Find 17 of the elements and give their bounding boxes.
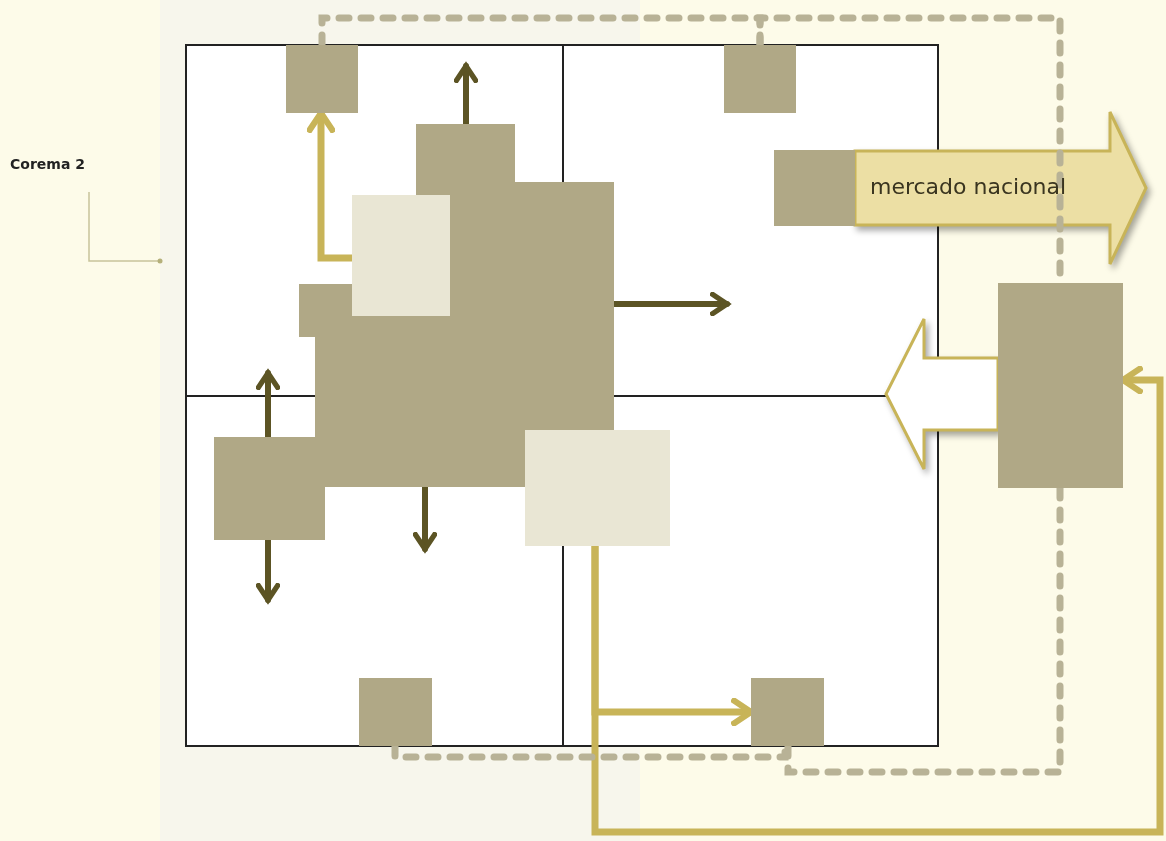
area-box [359,678,432,746]
arrow [255,370,281,440]
area-box [525,430,670,546]
area-box [751,678,824,746]
arrow [591,365,1164,836]
edge-label: mercado nacional [870,173,1067,201]
area-box [724,45,796,113]
block-arrow [884,317,1000,471]
block-arrow [853,110,1148,266]
area-box [214,437,325,540]
area-box [352,195,450,316]
heading-label: Corema 2 [10,156,85,172]
arrow [453,63,479,127]
area-box [774,150,855,226]
region-shape [299,124,614,487]
area-box [286,45,358,113]
area-box [998,283,1123,488]
